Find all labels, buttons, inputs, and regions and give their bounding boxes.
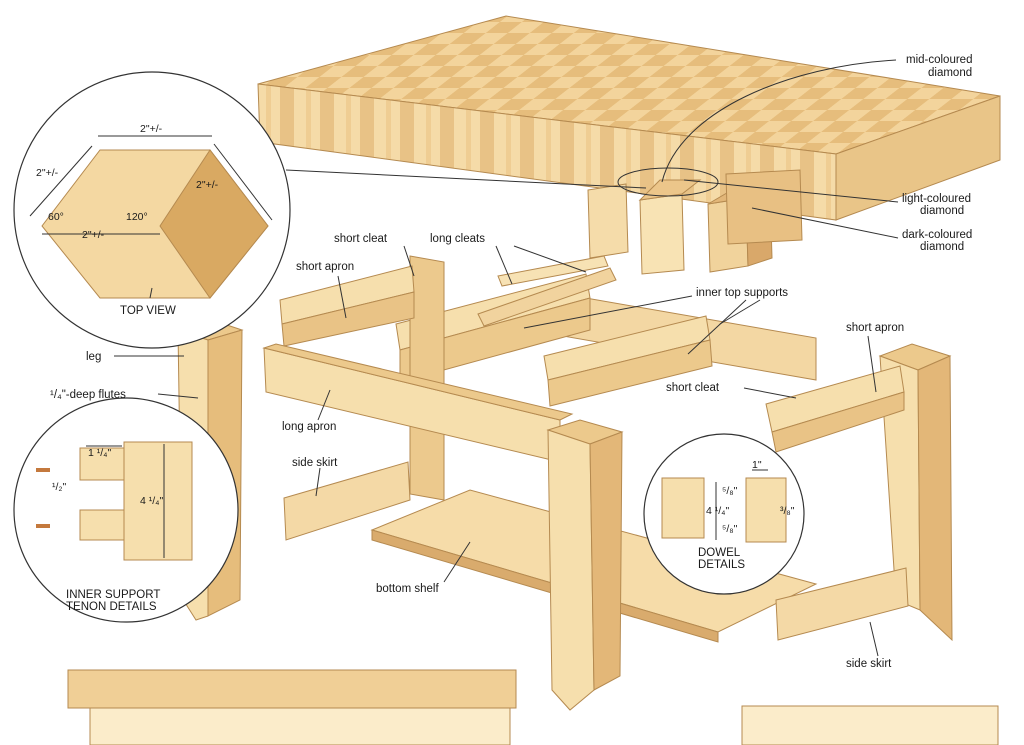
label-mid-diamond-line2: diamond: [928, 67, 972, 79]
dowel-dim-right: ³/₈": [780, 505, 795, 517]
dowel-dim-height: 4 ¹/₄": [706, 505, 729, 517]
label-light-diamond-line2: diamond: [920, 205, 964, 217]
top-view-dim-top: 2"+/-: [140, 123, 163, 135]
top-view-detail: [13, 71, 291, 349]
label-short-apron-left: short apron: [296, 261, 354, 273]
front-leg: [546, 419, 624, 711]
label-leg: leg: [86, 351, 101, 363]
part-labels: mid-coloured diamond light-coloured diam…: [50, 54, 972, 670]
tenon-title-line2: TENON DETAILS: [66, 601, 157, 613]
leader-lines: [114, 59, 899, 657]
label-short-apron-right: short apron: [846, 322, 904, 334]
top-view-angle-left: 60°: [48, 211, 64, 223]
label-bottom-shelf: bottom shelf: [376, 583, 439, 595]
inner-frame: [395, 255, 817, 407]
label-flutes: ¹/₄"-deep flutes: [50, 389, 126, 401]
top-view-title: TOP VIEW: [120, 305, 176, 317]
tenon-dim-small: ¹/₂": [52, 481, 66, 493]
top-view-labels: TOP VIEW 2"+/- 2"+/- 2"+/- 2"+/- 60° 120…: [36, 123, 219, 317]
label-inner-top-supports: inner top supports: [696, 287, 788, 299]
tenon-title-line1: INNER SUPPORT: [66, 589, 160, 601]
dowel-labels: DOWEL DETAILS 1" ⁵/₈" 4 ¹/₄" ⁵/₈" ³/₈": [698, 459, 795, 571]
label-short-cleat-top: short cleat: [334, 233, 388, 245]
dowel-dim-a: ⁵/₈": [722, 485, 738, 497]
label-dark-diamond-line2: diamond: [920, 241, 964, 253]
label-dark-diamond-line1: dark-coloured: [902, 229, 972, 241]
tenon-dim-width: 1 ¹/₄": [88, 447, 111, 459]
tenon-labels: INNER SUPPORT TENON DETAILS 1 ¹/₄" ¹/₂" …: [52, 447, 163, 613]
dowel-title-line2: DETAILS: [698, 559, 745, 571]
tenon-detail: [13, 397, 239, 623]
butcher-block-top: [257, 15, 1001, 221]
right-side-assembly: [765, 343, 953, 642]
label-long-cleats: long cleats: [430, 233, 485, 245]
top-view-angle-right: 120°: [126, 211, 148, 223]
dowel-detail: [643, 433, 805, 595]
top-view-dim-left: 2"+/-: [36, 167, 59, 179]
label-side-skirt-left: side skirt: [292, 457, 338, 469]
tenon-dim-height: 4 ¹/₄": [140, 495, 163, 507]
label-light-diamond-line1: light-coloured: [902, 193, 971, 205]
long-apron: [262, 343, 574, 463]
label-side-skirt-right: side skirt: [846, 658, 892, 670]
back-left-assembly: [279, 255, 445, 501]
top-view-dim-bottom: 2"+/-: [82, 229, 105, 241]
top-view-dim-right: 2"+/-: [196, 179, 219, 191]
label-mid-diamond-line1: mid-coloured: [906, 54, 972, 66]
dowel-dim-b: ⁵/₈": [722, 523, 738, 535]
label-long-apron: long apron: [282, 421, 336, 433]
left-side-skirt: [283, 461, 411, 541]
dowel-title-line1: DOWEL: [698, 547, 741, 559]
label-short-cleat-right: short cleat: [666, 382, 720, 394]
dowel-dim-top: 1": [752, 459, 762, 471]
bottom-partial-views: [67, 669, 999, 745]
diamond-blocks: [587, 167, 803, 275]
